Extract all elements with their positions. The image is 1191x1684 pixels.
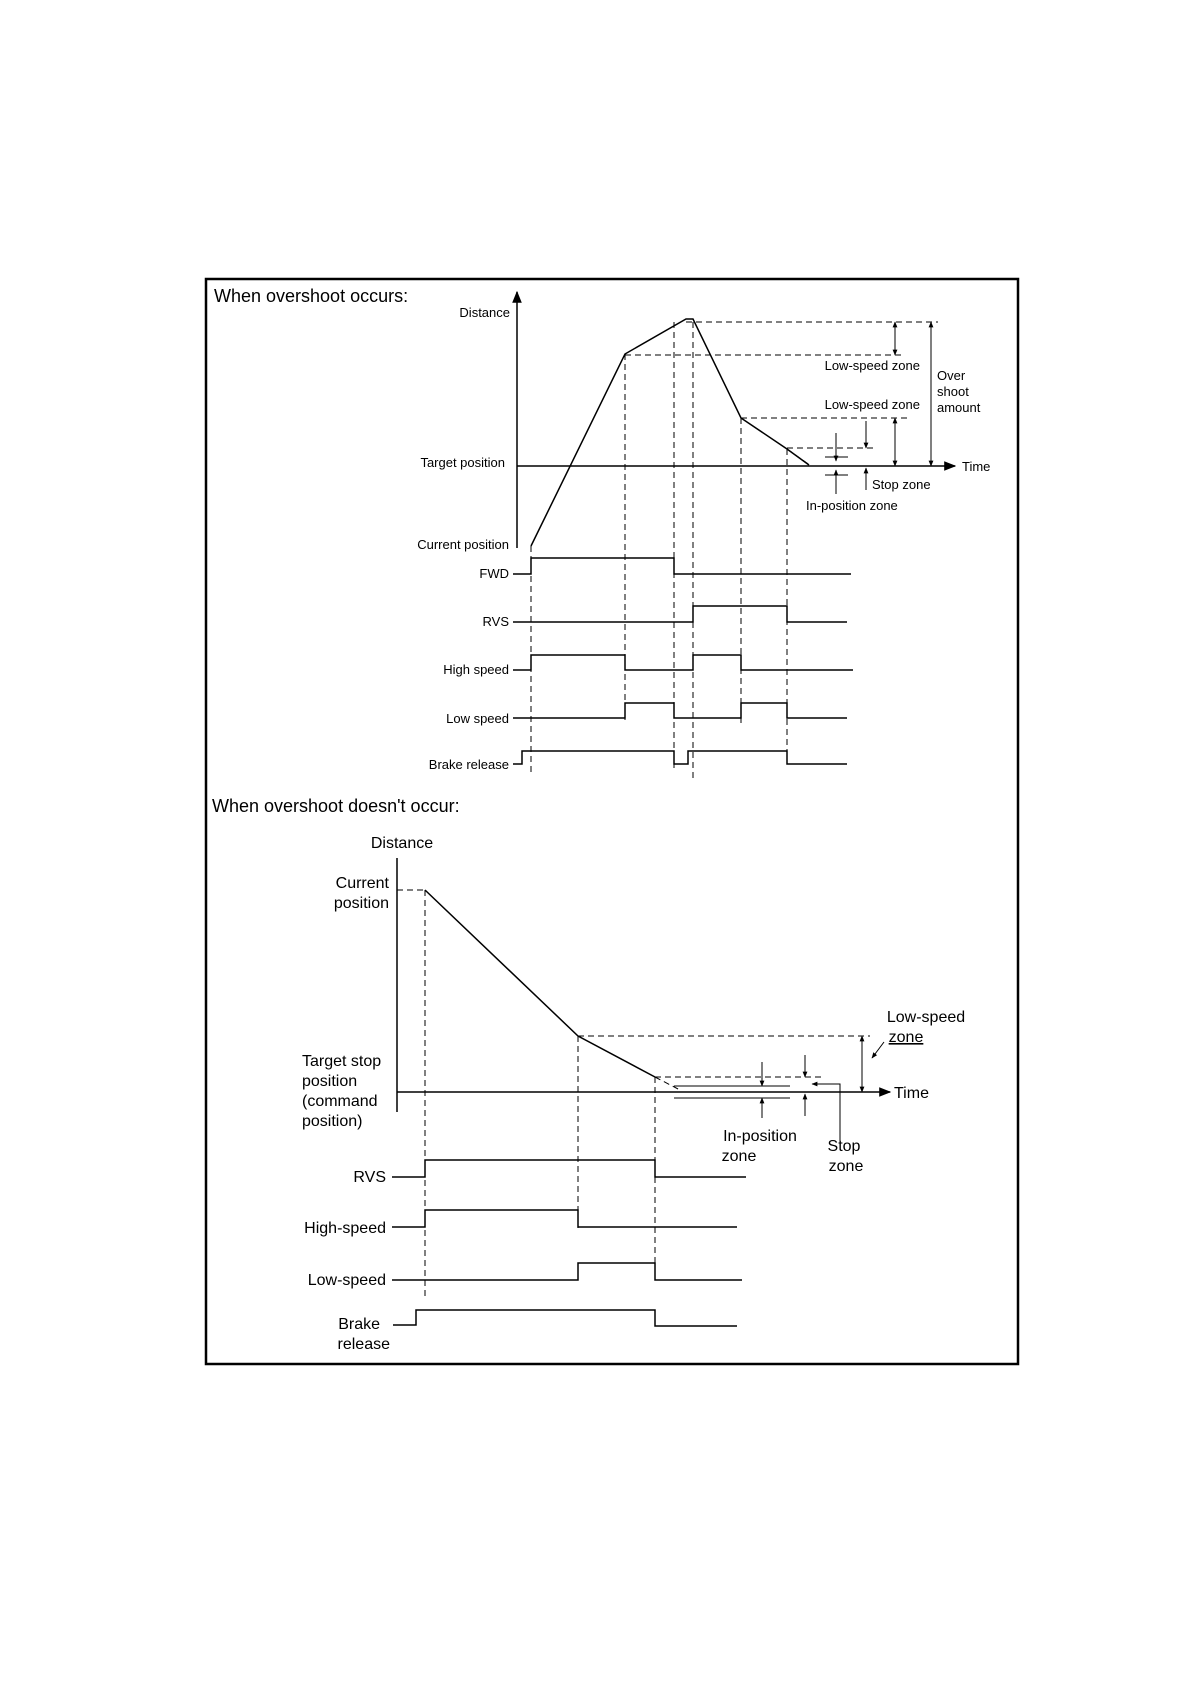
overshoot-label-line-1: Over	[937, 368, 966, 383]
waveform-high-speed	[513, 654, 853, 671]
time-label-2: Time	[894, 1085, 929, 1102]
low-zone-leader-2	[871, 1041, 885, 1059]
overshoot-diagram: When overshoot occurs: Distance Time Tar…	[214, 286, 990, 778]
signal-label-high-speed: High speed	[443, 662, 509, 677]
waveform-high-speed-2	[392, 1209, 737, 1228]
waveform-brake-release	[513, 750, 847, 765]
waveform-rvs	[513, 605, 847, 623]
curve-settle-dashed-2	[654, 1076, 681, 1091]
curve-settle-dashed	[786, 448, 812, 467]
low-speed-zone-label-2: Low-speed zone	[825, 397, 920, 412]
distance-curve-2	[424, 889, 656, 1078]
signal-label-low-speed: Low speed	[446, 711, 509, 726]
waveform-rvs-2	[392, 1159, 746, 1178]
in-position-zone-label-2-line-1: In-position	[723, 1128, 797, 1145]
signal-label-brake-release: Brake release	[429, 757, 509, 772]
signal-label-rvs: RVS	[483, 614, 510, 629]
target-stop-label-line-4: position)	[302, 1113, 362, 1130]
stop-zone-label: Stop zone	[872, 477, 931, 492]
waveform-low-speed-2	[392, 1262, 742, 1281]
overshoot-label-line-2: shoot	[937, 384, 969, 399]
no-overshoot-heading: When overshoot doesn't occur:	[212, 796, 460, 816]
stop-zone-leader-2	[811, 1081, 841, 1144]
target-stop-label-line-1: Target stop	[302, 1053, 381, 1070]
overshoot-label-line-3: amount	[937, 400, 981, 415]
overshoot-heading: When overshoot occurs:	[214, 286, 408, 306]
low-speed-zone-label-2-line-1: Low-speed	[887, 1009, 965, 1026]
low-speed-zone-label-2-line-2: zone	[889, 1029, 924, 1046]
target-stop-label-line-3: (command	[302, 1093, 378, 1110]
target-position-label: Target position	[420, 455, 505, 470]
signal-label-rvs-2: RVS	[353, 1169, 386, 1186]
low-speed-zone-label-1: Low-speed zone	[825, 358, 920, 373]
target-stop-label-line-2: position	[302, 1073, 357, 1090]
in-position-zone-label: In-position zone	[806, 498, 898, 513]
signal-label-high-speed-2: High-speed	[304, 1220, 386, 1237]
current-position-label: Current position	[417, 537, 509, 552]
waveform-fwd	[513, 557, 851, 575]
distance-label: Distance	[459, 305, 510, 320]
in-position-zone-label-2-line-2: zone	[722, 1148, 757, 1165]
current-position-label-2-line-1: Current	[336, 875, 390, 892]
figure-frame	[204, 277, 1020, 1366]
stop-zone-label-2-line-2: zone	[829, 1158, 864, 1175]
signal-label-low-speed-2: Low-speed	[308, 1272, 386, 1289]
waveform-brake-release-2	[393, 1309, 737, 1327]
time-label: Time	[962, 459, 990, 474]
signal-label-brake-line-1: Brake	[338, 1316, 380, 1333]
distance-label-2: Distance	[371, 835, 433, 852]
stop-zone-label-2-line-1: Stop	[828, 1138, 861, 1155]
signal-label-brake-line-2: release	[338, 1336, 391, 1353]
signal-label-fwd: FWD	[479, 566, 509, 581]
no-overshoot-diagram: When overshoot doesn't occur: Distance T…	[212, 796, 965, 1353]
distance-curve	[530, 318, 810, 547]
current-position-label-2-line-2: position	[334, 895, 389, 912]
waveform-low-speed	[513, 702, 847, 719]
